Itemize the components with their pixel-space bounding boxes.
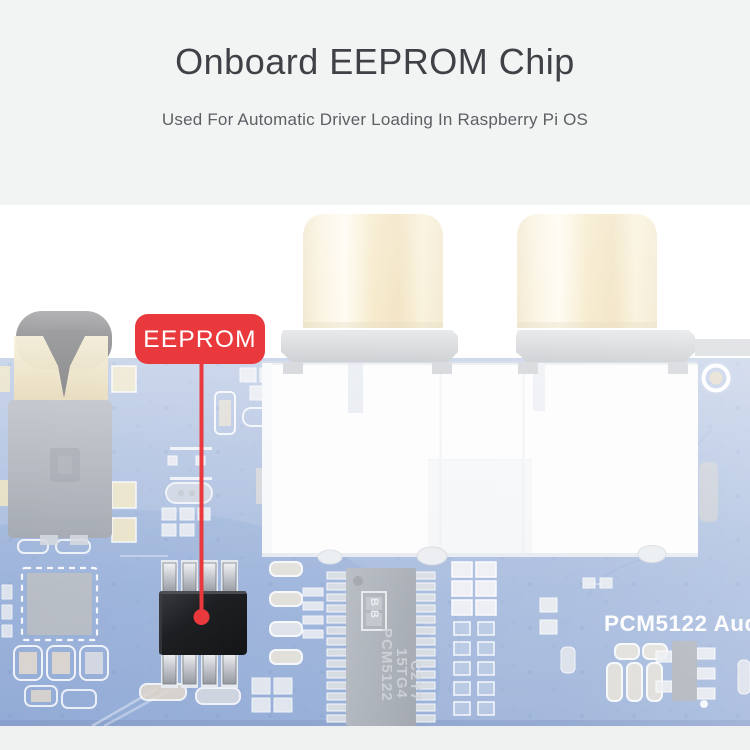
callout-dot (193, 609, 210, 625)
board-illustration: BB PCM5122 15TG4 C2Y7 PCM5 (0, 205, 750, 750)
eeprom-chip (159, 560, 247, 688)
callout-line (199, 361, 204, 617)
callout-label-text: EEPROM (143, 326, 256, 353)
fade-overlay-horizontal (0, 205, 750, 750)
page-subtitle: Used For Automatic Driver Loading In Ras… (161, 110, 589, 129)
eeprom-callout: EEPROM (135, 314, 265, 625)
page-title: Onboard EEPROM Chip (175, 41, 575, 82)
callout-label-box (135, 314, 265, 364)
bottom-strip (0, 726, 750, 750)
eeprom-highlight: EEPROM (135, 314, 265, 688)
header-band: Onboard EEPROM Chip Used For Automatic D… (0, 0, 750, 205)
product-photo: BB PCM5122 15TG4 C2Y7 PCM5 (0, 205, 750, 750)
